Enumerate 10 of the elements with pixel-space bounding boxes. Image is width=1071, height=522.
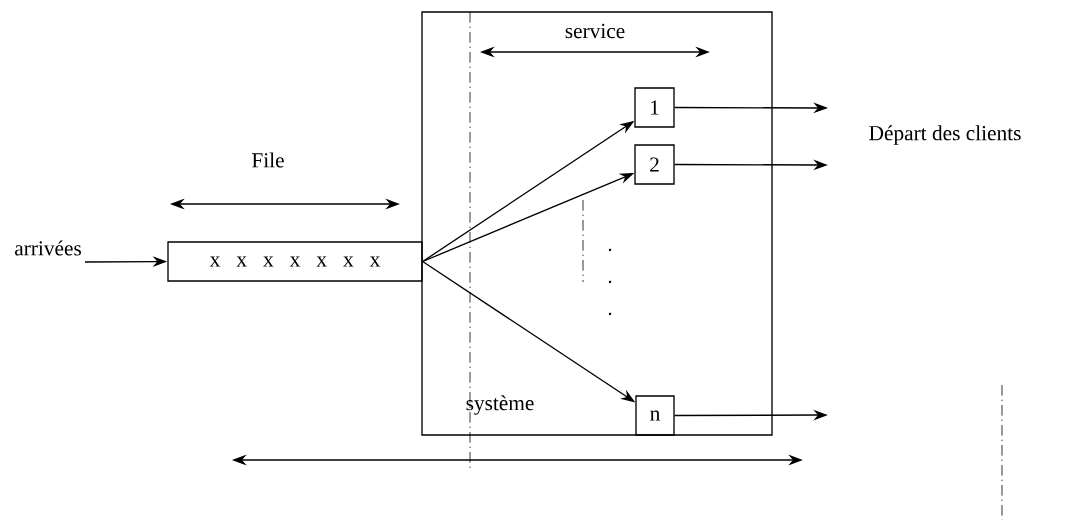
queue-box: x x x x x x x (167, 241, 423, 282)
edge-label: arrivées (15, 240, 81, 256)
system-box (421, 11, 773, 436)
dimension-label: Départ des clients (869, 125, 1021, 145)
dimension-label: File (252, 152, 284, 168)
server-box: 2 (634, 144, 675, 185)
dimension-label: système (466, 395, 534, 415)
server-box: n (635, 395, 675, 436)
server-box: 1 (634, 87, 675, 128)
dimension-label: service (565, 23, 625, 39)
